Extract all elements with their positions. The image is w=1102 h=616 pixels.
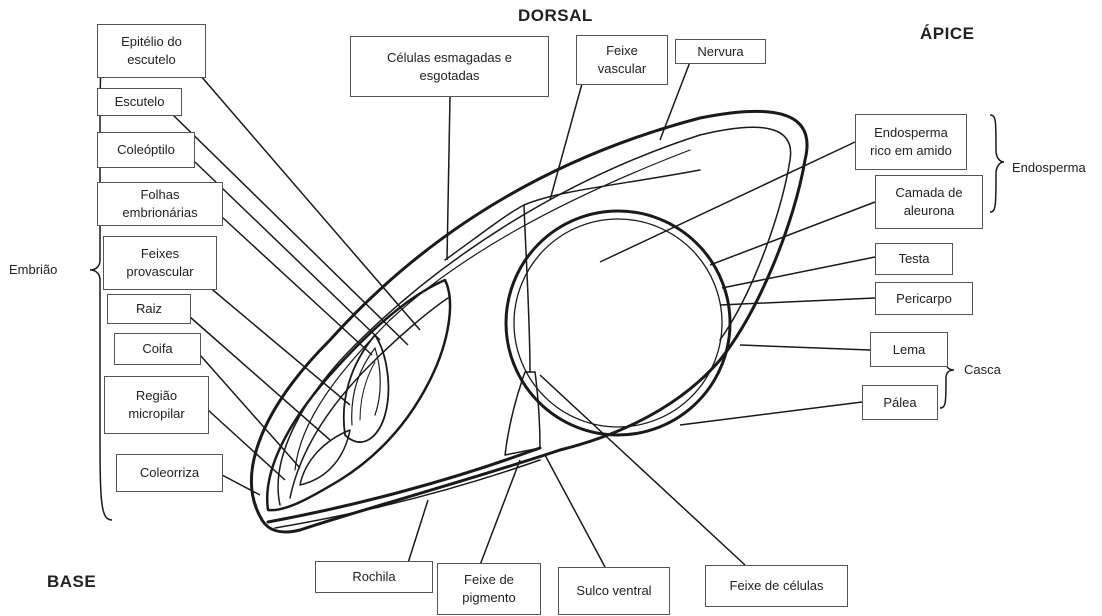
husk-inner-line-2 — [295, 150, 690, 470]
dorsal-label: DORSAL — [518, 6, 593, 26]
label-coifa: Coifa — [114, 333, 201, 365]
label-sulco-ventral: Sulco ventral — [558, 567, 670, 615]
endosperm-brace — [990, 115, 1004, 212]
label-escutelo: Escutelo — [97, 88, 182, 116]
label-folhas-embrionarias: Folhas embrionárias — [97, 182, 223, 226]
label-feixes-provascular: Feixes provascular — [103, 236, 217, 290]
base-label: BASE — [47, 572, 96, 592]
dorsal-lines — [445, 170, 700, 260]
label-testa: Testa — [875, 243, 953, 275]
label-coleoptilo: Coleóptilo — [97, 132, 195, 168]
label-endosperma-amido: Endosperma rico em amido — [855, 114, 967, 170]
endosperm-body — [506, 211, 730, 435]
endosperm-group-label: Endosperma — [1012, 159, 1086, 177]
root-shape — [300, 430, 350, 485]
label-lema: Lema — [870, 332, 948, 367]
label-feixe-vascular: Feixe vascular — [576, 35, 668, 85]
label-nervura: Nervura — [675, 39, 766, 64]
leader-lines — [170, 62, 875, 567]
embryo-group-label: Embrião — [9, 261, 57, 279]
label-camada-aleurona: Camada de aleurona — [875, 175, 983, 229]
group-brackets — [90, 40, 1004, 520]
label-celulas-esmagadas: Células esmagadas e esgotadas — [350, 36, 549, 97]
label-feixe-celulas: Feixe de células — [705, 565, 848, 607]
label-epitelio-escutelo: Epitélio do escutelo — [97, 24, 206, 78]
embryonic-leaf-2 — [360, 362, 375, 420]
ventral-bundle — [268, 448, 540, 522]
label-raiz: Raiz — [107, 294, 191, 324]
label-feixe-pigmento: Feixe de pigmento — [437, 563, 541, 615]
embryo-outline — [267, 280, 450, 510]
dorsal-bundle — [524, 205, 530, 372]
label-regiao-micropilar: Região micropilar — [104, 376, 209, 434]
casca-group-label: Casca — [964, 361, 1001, 379]
label-rochila: Rochila — [315, 561, 433, 593]
label-pericarpo: Pericarpo — [875, 282, 973, 315]
label-coleorriza: Coleorriza — [116, 454, 223, 492]
label-palea: Pálea — [862, 385, 938, 420]
aleurone-layer — [514, 219, 722, 427]
coleoptile-shape — [344, 335, 389, 442]
apex-label: ÁPICE — [920, 24, 974, 44]
scutellum-line — [290, 298, 448, 498]
